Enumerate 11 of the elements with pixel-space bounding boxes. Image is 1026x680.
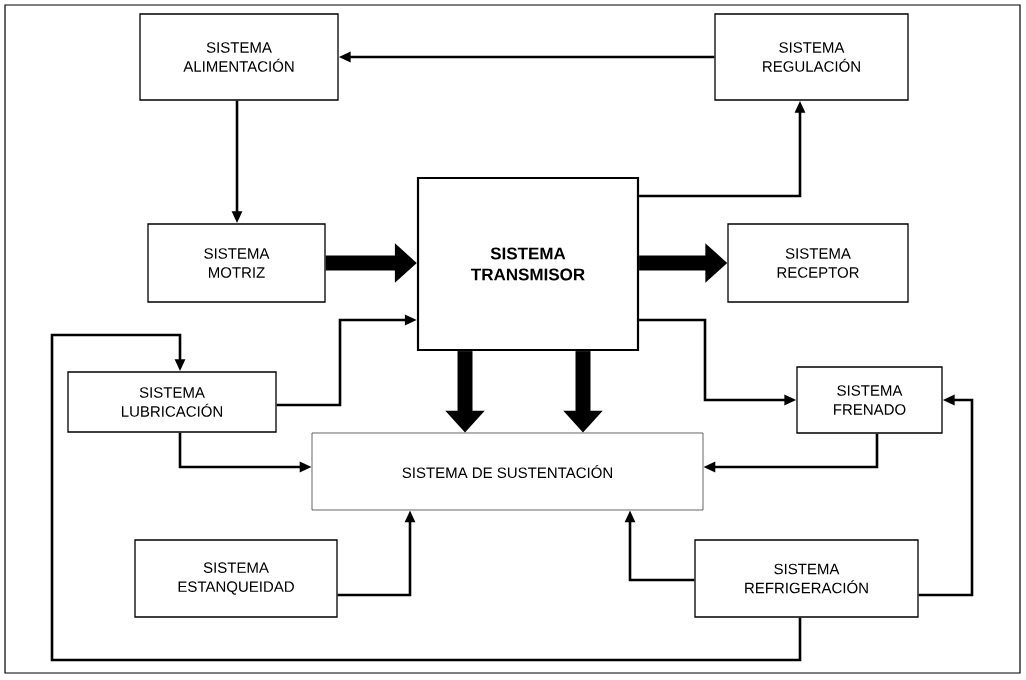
system-box: SISTEMA REFRIGERACIÓN <box>694 539 919 618</box>
system-box: SISTEMA LUBRICACIÓN <box>67 371 277 433</box>
system-box: SISTEMA FRENADO <box>796 366 943 434</box>
system-box: SISTEMA RECEPTOR <box>727 223 909 303</box>
system-box: SISTEMA TRANSMISOR <box>416 176 640 352</box>
system-box: SISTEMA DE SUSTENTACIÓN <box>311 432 704 511</box>
system-box: SISTEMA MOTRIZ <box>147 223 326 303</box>
system-box: SISTEMA REGULACIÓN <box>714 13 909 101</box>
system-box: SISTEMA ALIMENTACIÓN <box>139 13 339 101</box>
arrow <box>50 333 802 662</box>
system-box: SISTEMA ESTANQUEIDAD <box>134 539 338 618</box>
